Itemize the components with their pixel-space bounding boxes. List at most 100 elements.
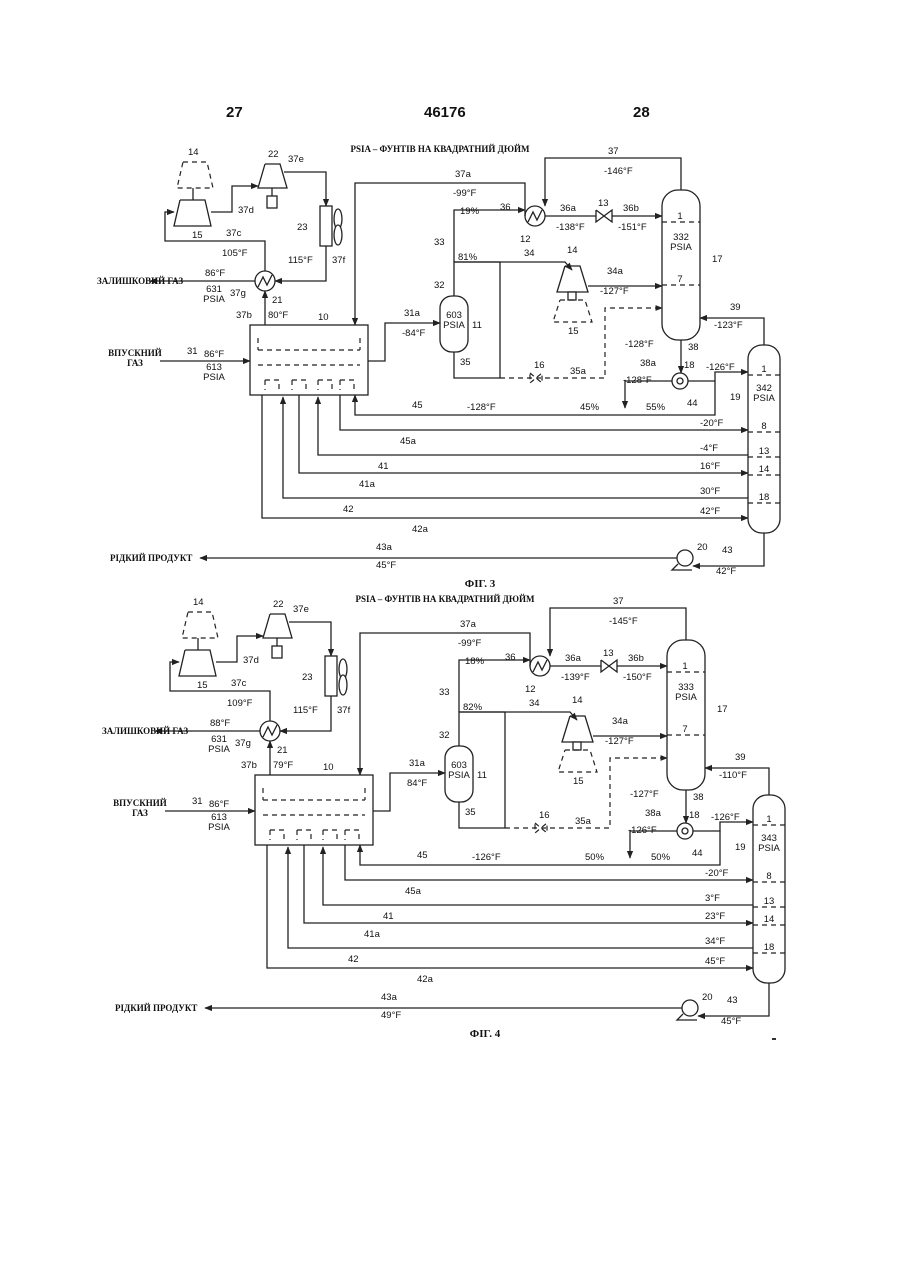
label-34a: 34a: [612, 716, 629, 727]
temp-s45a: -20°F: [705, 868, 729, 879]
stream-feed-1: [693, 822, 753, 831]
product-label: РІДКИЙ ПРОДУКТ: [115, 1003, 197, 1013]
temp-45: -126°F: [472, 852, 501, 863]
label-35a: 35a: [570, 366, 587, 377]
label-44: 44: [692, 848, 703, 859]
label-s45a: 45a: [400, 436, 417, 447]
temp-37f: 115°F: [288, 255, 313, 266]
label-44: 44: [687, 398, 698, 409]
label-11: 11: [477, 770, 487, 781]
label-10: 10: [323, 762, 334, 773]
residue-label: ЗАЛИШКОВИЙ ГАЗ: [102, 726, 188, 736]
tray-label-1: 1: [677, 211, 682, 222]
absorber-tray-label-tray_a3: 13: [764, 896, 775, 907]
stream-s42a: [267, 845, 753, 968]
label-18: 18: [684, 360, 695, 371]
absorber-tray-label-tray_a2: 8: [761, 421, 766, 432]
label-37e: 37e: [293, 604, 309, 615]
label-s41: 41: [383, 911, 394, 922]
tray-label-7: 7: [677, 274, 682, 285]
temp-36b: -150°F: [623, 672, 652, 683]
label-37e: 37e: [288, 154, 304, 165]
figure-4: 10603PSIA111213141517333PSIA171818131418…: [102, 594, 785, 1040]
label-s41: 41: [378, 461, 389, 472]
temp-37c: 109°F: [227, 698, 253, 709]
temp-s45a: -20°F: [700, 418, 724, 429]
temp-39: -110°F: [719, 770, 747, 781]
tray-label-7: 7: [682, 724, 687, 735]
label-14-expander: 14: [567, 245, 578, 256]
label-s42a: 42a: [417, 974, 434, 985]
temp-bottom: -128°F: [625, 339, 654, 350]
compressor-22-driver: [272, 646, 282, 658]
label-s42: 42: [348, 954, 359, 965]
compressor-15-outline: [558, 750, 597, 772]
label-43a: 43a: [381, 992, 398, 1003]
heat-exchanger-10: [250, 325, 368, 395]
temp-36b: -151°F: [618, 222, 647, 233]
label-37f: 37f: [332, 255, 346, 266]
label-17: 17: [717, 704, 728, 715]
residue-label: ЗАЛИШКОВИЙ ГАЗ: [97, 276, 183, 286]
label-35: 35: [460, 357, 471, 368]
expander-14-left-outline: [182, 612, 218, 638]
expander-shaft: [568, 292, 576, 300]
label-33: 33: [439, 687, 450, 698]
label-36a: 36a: [565, 653, 582, 664]
figure-3: 10603PSIA111213141517332PSIA171818131418…: [97, 144, 780, 590]
temp-s42: 30°F: [700, 486, 720, 497]
label-34: 34: [529, 698, 540, 709]
temp-feed-1: -126°F: [706, 362, 735, 373]
label-20: 20: [702, 992, 713, 1003]
pump-18-hub: [677, 378, 683, 384]
absorber-tray-label-tray_a5: 18: [759, 492, 770, 503]
page-mark: [772, 1038, 776, 1040]
label-39: 39: [735, 752, 746, 763]
pump-20: [677, 550, 693, 566]
label-39: 39: [730, 302, 741, 313]
label-15-middle: 15: [573, 776, 584, 787]
residue-press: 631PSIA: [203, 284, 225, 305]
valve-13: [596, 210, 612, 222]
label-35: 35: [465, 807, 476, 818]
label-s41a: 41a: [359, 479, 376, 490]
label-23: 23: [302, 672, 313, 683]
label-43: 43: [722, 545, 733, 556]
label-37c: 37c: [231, 678, 247, 689]
expander-14-left-outline: [177, 162, 213, 188]
temp-36a: -138°F: [556, 222, 585, 233]
label-15-left: 15: [192, 230, 203, 241]
stream-s42: [288, 847, 753, 948]
label-31: 31: [187, 346, 198, 357]
expander-shaft: [573, 742, 581, 750]
residue-temp: 88°F: [210, 718, 230, 729]
split-34: 82%: [463, 702, 483, 713]
temp-s41: 3°F: [705, 893, 720, 904]
label-22: 22: [273, 599, 284, 610]
split-45a: 50%: [585, 852, 605, 863]
stream-37e: [289, 622, 331, 656]
label-37c: 37c: [226, 228, 242, 239]
label-45: 45: [417, 850, 428, 861]
temp-37: -145°F: [609, 616, 638, 627]
label-19: 19: [730, 392, 741, 403]
split-45a: 45%: [580, 402, 600, 413]
cooler-23: [320, 206, 332, 246]
label-10: 10: [318, 312, 329, 323]
label-14-left: 14: [193, 597, 204, 608]
expander-14: [557, 266, 588, 292]
stream-32: [459, 712, 505, 746]
stream-s41: [318, 397, 748, 455]
temp-45: -128°F: [467, 402, 496, 413]
units-note: PSIA – ФУНТІВ НА КВАДРАТНИЙ ДЮЙМ: [356, 594, 535, 604]
label-32: 32: [439, 730, 450, 741]
cooler-fan-bottom: [339, 675, 347, 695]
label-37: 37: [613, 596, 624, 607]
absorber-tray-label-tray_a4: 14: [764, 914, 775, 925]
compressor-22: [263, 614, 292, 638]
label-23: 23: [297, 222, 308, 233]
label-34a: 34a: [607, 266, 624, 277]
stream-s42a: [262, 395, 748, 518]
label-37b: 37b: [236, 310, 252, 321]
